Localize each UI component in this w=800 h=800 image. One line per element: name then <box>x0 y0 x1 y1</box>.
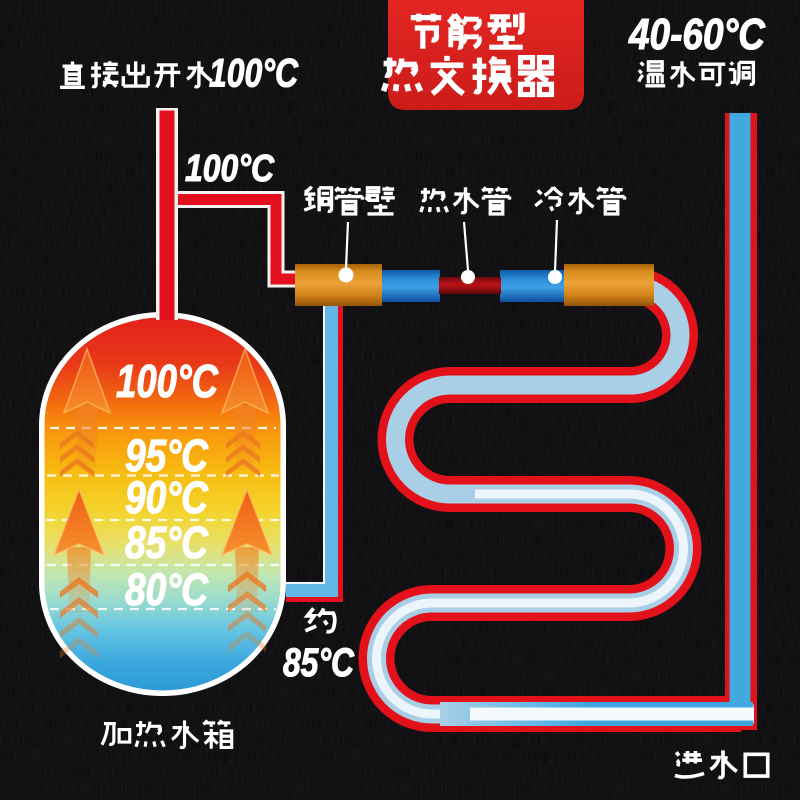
svg-text:95°C: 95°C <box>125 430 209 481</box>
svg-text:85°C: 85°C <box>125 517 209 568</box>
svg-text:100°C: 100°C <box>209 52 299 96</box>
svg-text:40-60°C: 40-60°C <box>628 10 766 59</box>
svg-text:80°C: 80°C <box>125 564 209 615</box>
svg-text:90°C: 90°C <box>125 472 209 523</box>
svg-text:85°C: 85°C <box>283 641 355 685</box>
svg-text:100°C: 100°C <box>116 355 219 407</box>
svg-text:100°C: 100°C <box>185 148 274 190</box>
